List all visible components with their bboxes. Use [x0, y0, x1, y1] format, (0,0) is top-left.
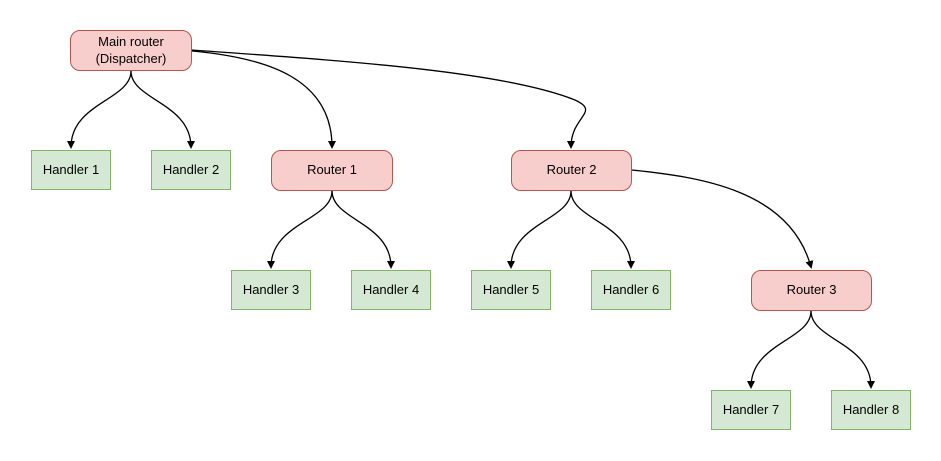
node-router-3: Router 3 [751, 270, 872, 311]
node-label-handler-3: Handler 3 [242, 281, 300, 297]
edge-router-2-to-handler-6 [570, 190, 635, 269]
node-label-router-1: Router 1 [307, 162, 357, 178]
node-handler-4: Handler 4 [351, 270, 431, 310]
node-label-router-2: Router 2 [546, 162, 597, 178]
node-handler-7: Handler 7 [711, 390, 791, 430]
node-handler-1: Handler 1 [31, 150, 111, 190]
node-handler-2: Handler 2 [151, 150, 231, 190]
node-router-1: Router 1 [271, 150, 393, 191]
node-router-2: Router 2 [511, 150, 632, 191]
node-handler-3: Handler 3 [231, 270, 311, 310]
node-handler-6: Handler 6 [591, 270, 671, 310]
edge-router-2-to-handler-5 [507, 190, 572, 269]
node-label-handler-2: Handler 2 [162, 161, 220, 177]
edge-main-router-to-router-1 [191, 50, 336, 149]
edge-router-1-to-handler-4 [331, 190, 395, 269]
edge-main-router-to-handler-1 [67, 70, 132, 149]
edge-router-3-to-handler-8 [810, 310, 875, 389]
edge-router-1-to-handler-3 [267, 190, 333, 269]
node-label-handler-5: Handler 5 [482, 281, 540, 297]
node-main-router: Main router (Dispatcher) [70, 30, 192, 71]
node-label-handler-6: Handler 6 [602, 281, 660, 297]
node-label-handler-8: Handler 8 [842, 401, 900, 417]
node-label-router-3: Router 3 [786, 282, 837, 298]
edge-main-router-to-handler-2 [130, 70, 195, 149]
node-label-handler-1: Handler 1 [42, 161, 100, 177]
node-handler-8: Handler 8 [831, 390, 911, 430]
node-label-handler-4: Handler 4 [362, 281, 420, 297]
node-label-handler-7: Handler 7 [722, 401, 780, 417]
edge-main-router-to-router-2 [191, 49, 587, 149]
edge-router-3-to-handler-7 [747, 310, 812, 389]
edge-router-2-to-router-3 [631, 169, 814, 269]
node-label-main-router: Main router (Dispatcher) [95, 33, 167, 66]
node-handler-5: Handler 5 [471, 270, 551, 310]
